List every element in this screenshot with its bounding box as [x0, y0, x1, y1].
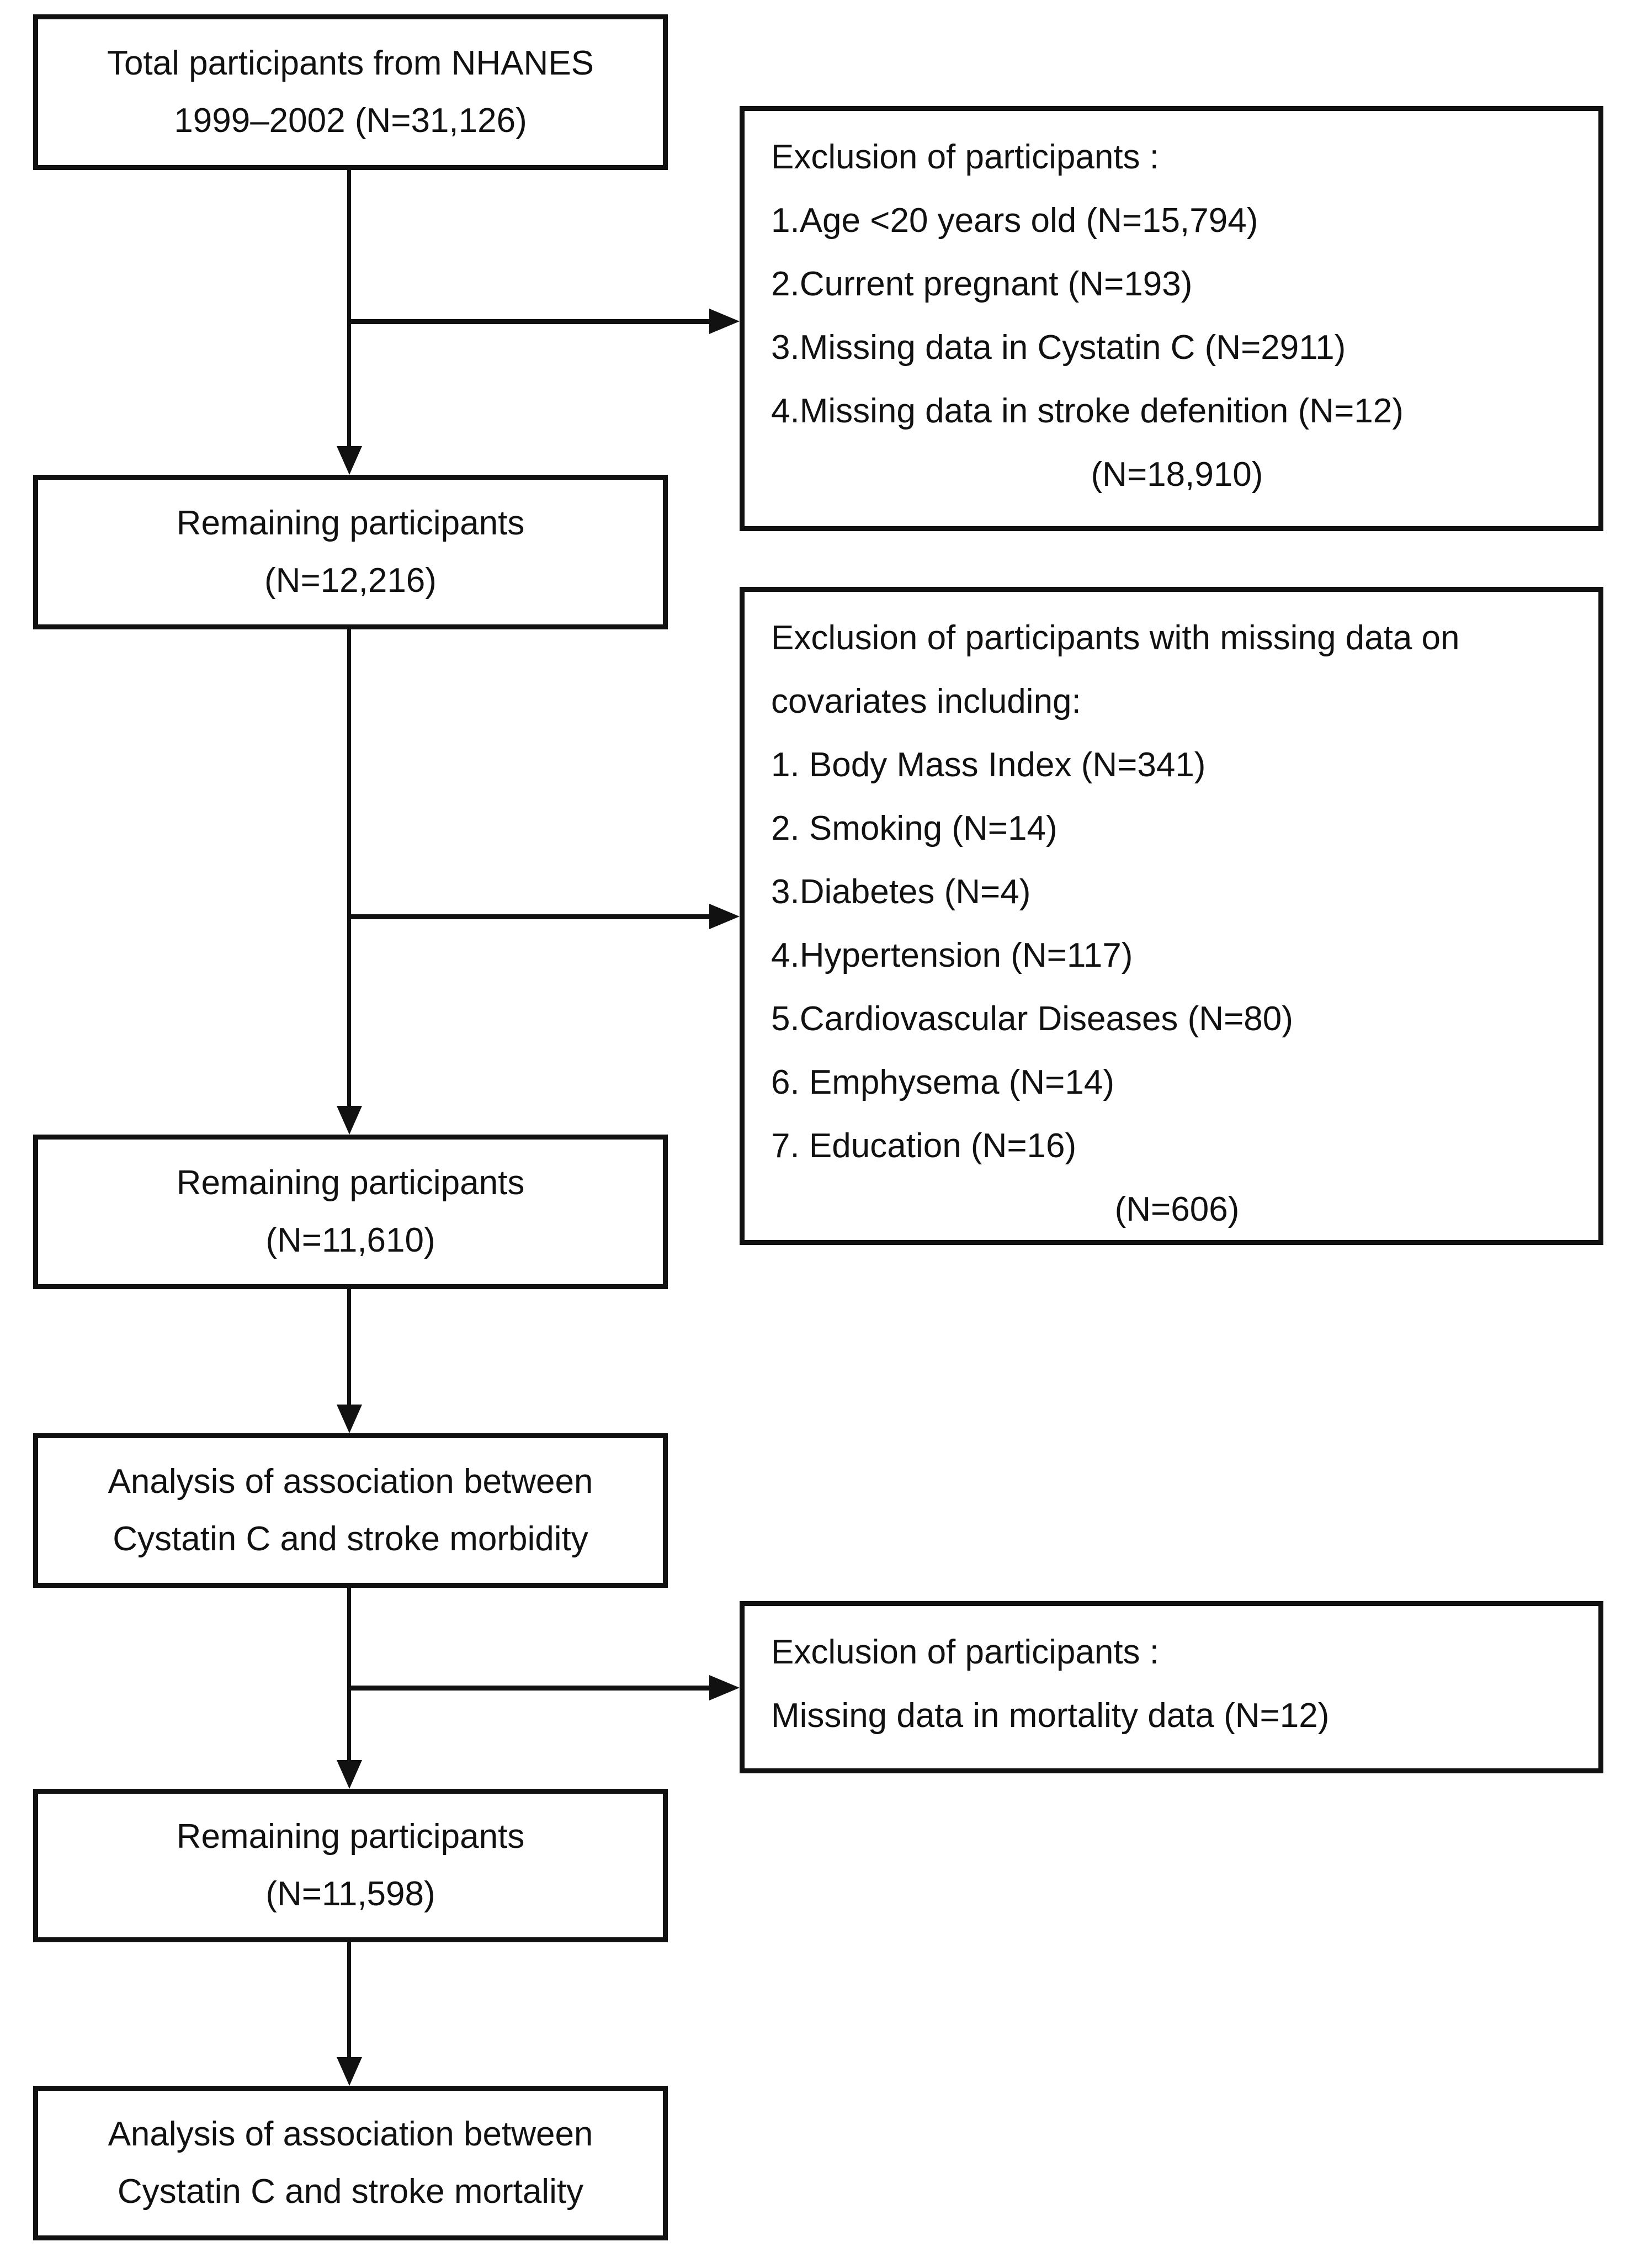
exclusion-line: 5.Cardiovascular Diseases (N=80): [771, 1000, 1293, 1038]
box-line: (N=11,610): [265, 1221, 435, 1259]
exclusion-line: 4.Hypertension (N=117): [771, 936, 1133, 974]
exclusion-line: 2. Smoking (N=14): [771, 809, 1058, 847]
box-analysis-mortality: Analysis of association between Cystatin…: [33, 2086, 668, 2240]
connector-line-down-4: [347, 1587, 351, 1760]
arrow-down-icon: [337, 446, 362, 475]
exclusion-line: Missing data in mortality data (N=12): [771, 1697, 1330, 1735]
box-line: Cystatin C and stroke mortality: [117, 2172, 584, 2211]
exclusion-line: 4.Missing data in stroke defenition (N=1…: [771, 392, 1404, 430]
connector-line-branch-3: [347, 1686, 709, 1691]
box-exclusion-3: Exclusion of participants : Missing data…: [740, 1601, 1603, 1773]
connector-line-down-2: [347, 628, 351, 1106]
exclusion-line: 6. Emphysema (N=14): [771, 1063, 1114, 1101]
exclusion-line: covariates including:: [771, 682, 1081, 720]
arrow-right-icon: [709, 309, 740, 334]
arrow-down-icon: [337, 2057, 362, 2086]
connector-line-down-3: [347, 1288, 351, 1405]
exclusion-line: 7. Education (N=16): [771, 1127, 1077, 1165]
connector-line-down-1: [347, 170, 351, 446]
exclusion-line: Exclusion of participants :: [771, 138, 1160, 176]
box-line: (N=12,216): [264, 561, 437, 600]
box-analysis-morbidity: Analysis of association between Cystatin…: [33, 1433, 668, 1588]
arrow-right-icon: [709, 1675, 740, 1700]
box-line: Analysis of association between: [108, 1462, 593, 1501]
arrow-down-icon: [337, 1106, 362, 1135]
exclusion-total: (N=18,910): [1091, 455, 1263, 494]
box-remaining-participants-1: Remaining participants (N=12,216): [33, 475, 668, 629]
exclusion-line: 1. Body Mass Index (N=341): [771, 746, 1206, 784]
box-line: Remaining participants: [176, 504, 525, 542]
exclusion-line: Exclusion of participants with missing d…: [771, 619, 1460, 657]
exclusion-line: 1.Age <20 years old (N=15,794): [771, 202, 1258, 240]
box-line: Analysis of association between: [108, 2115, 593, 2153]
box-remaining-participants-2: Remaining participants (N=11,610): [33, 1135, 668, 1289]
box-line: Remaining participants: [176, 1164, 525, 1202]
connector-line-branch-1: [347, 319, 709, 324]
exclusion-line: 3.Missing data in Cystatin C (N=2911): [771, 328, 1346, 367]
box-remaining-participants-3: Remaining participants (N=11,598): [33, 1789, 668, 1942]
exclusion-line: 2.Current pregnant (N=193): [771, 265, 1193, 303]
connector-line-down-5: [347, 1941, 351, 2057]
arrow-down-icon: [337, 1760, 362, 1789]
exclusion-total: (N=606): [1114, 1190, 1240, 1228]
box-line: (N=11,598): [265, 1875, 435, 1913]
box-line: Remaining participants: [176, 1817, 525, 1856]
box-exclusion-2: Exclusion of participants with missing d…: [740, 587, 1603, 1245]
arrow-down-icon: [337, 1405, 362, 1433]
connector-line-branch-2: [347, 914, 709, 919]
box-line: Cystatin C and stroke morbidity: [113, 1520, 588, 1558]
box-exclusion-1: Exclusion of participants : 1.Age <20 ye…: [740, 106, 1603, 531]
box-total-participants: Total participants from NHANES 1999–2002…: [33, 14, 668, 170]
box-line: 1999–2002 (N=31,126): [174, 102, 527, 140]
exclusion-line: 3.Diabetes (N=4): [771, 873, 1031, 911]
box-line: Total participants from NHANES: [107, 44, 594, 82]
arrow-right-icon: [709, 904, 740, 929]
exclusion-line: Exclusion of participants :: [771, 1633, 1160, 1671]
